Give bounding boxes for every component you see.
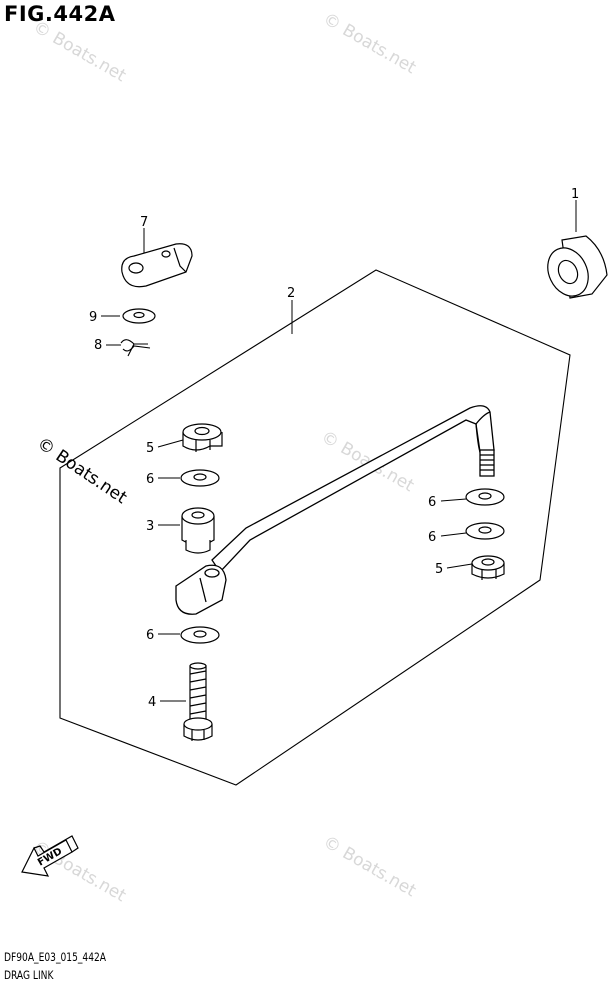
part-9-washer [122, 308, 156, 324]
part-6-washer-right-mid [465, 522, 505, 540]
part-5-nut-right [471, 555, 505, 580]
part-6-washer-left-bottom [180, 626, 220, 644]
callout-5-left: 5 [146, 441, 154, 456]
part-6-washer-right-top [465, 488, 505, 506]
part-5-nut-left [182, 423, 223, 452]
callout-6-right-top: 6 [428, 495, 436, 510]
copyright-watermark: © Boats.net [33, 434, 130, 509]
part-7-pivot-link [121, 243, 193, 288]
callout-8: 8 [94, 338, 102, 353]
callout-9: 9 [89, 310, 97, 325]
callout-7: 7 [140, 215, 148, 230]
part-1-grommet [547, 235, 608, 299]
callout-3: 3 [146, 519, 154, 534]
figure-title: FIG.442A [4, 2, 116, 26]
part-4-bolt [183, 662, 213, 741]
callout-4: 4 [148, 695, 156, 710]
callout-1: 1 [571, 187, 579, 202]
diagram-code: DF90A_E03_015_442A [4, 950, 107, 964]
diagram-caption: DRAG LINK [4, 968, 54, 982]
watermark-bottom-right: © Boats.net [320, 832, 420, 901]
part-3-bushing [181, 507, 215, 554]
callout-2: 2 [287, 286, 295, 301]
part-2-drag-link [175, 405, 495, 615]
watermark-top-right: © Boats.net [320, 9, 420, 78]
part-6-washer-left-top [180, 469, 220, 487]
callout-5-right: 5 [435, 562, 443, 577]
callout-6-left-top: 6 [146, 472, 154, 487]
watermarks: © Boats.net © Boats.net © Boats.net © Bo… [30, 9, 420, 906]
assembly-box-outline [59, 269, 571, 786]
callout-labels: 1 2 7 9 8 5 6 3 6 4 6 6 5 [89, 187, 579, 710]
callout-6-right-mid: 6 [428, 530, 436, 545]
callout-6-left-bottom: 6 [146, 628, 154, 643]
part-8-cotter-pin [120, 339, 151, 357]
watermark-top-left: © Boats.net [30, 17, 130, 86]
